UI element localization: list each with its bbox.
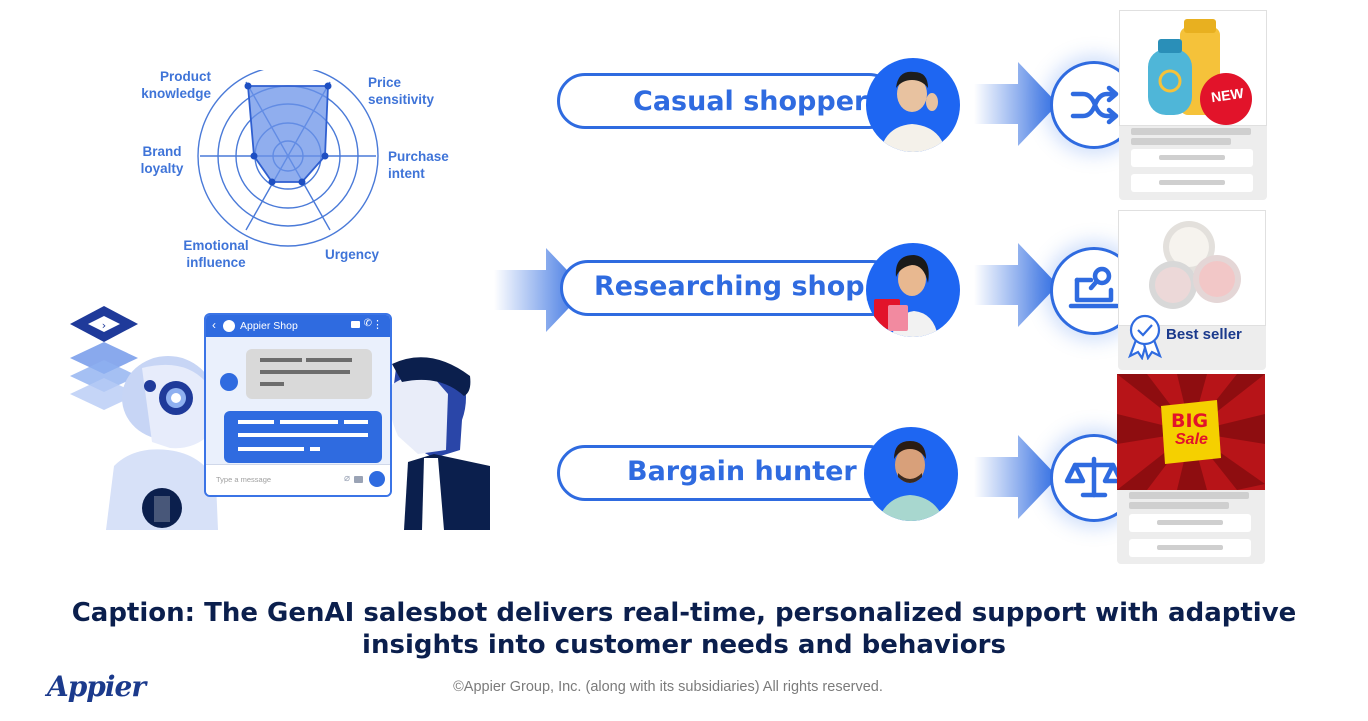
main-flow-arrow xyxy=(494,248,586,332)
laptop-search-icon xyxy=(1068,266,1120,309)
product-card-casual: NEW xyxy=(1119,10,1267,200)
radar-label-product-knowledge: Product knowledge xyxy=(141,69,211,101)
radar-label-emotional-influence: Emotional influence xyxy=(183,238,249,270)
shopper-pill-casual xyxy=(557,73,897,129)
shuffle-icon xyxy=(1070,85,1119,125)
sale-word-text: Sale xyxy=(1175,431,1208,448)
incoming-message-bubble xyxy=(246,349,372,399)
shopper-pill-bargain xyxy=(557,445,897,501)
shopper-label-casual: Casual shopper xyxy=(633,86,868,117)
product-image-sale: BIG Sale xyxy=(1117,374,1265,490)
shopper-label-researching: Researching shopper xyxy=(594,271,916,302)
arrow-to-bargain-icon xyxy=(974,435,1058,519)
attach-icon[interactable]: ⌀ xyxy=(343,473,350,484)
chat-logo-icon xyxy=(223,320,235,332)
shopper-pill-researching xyxy=(560,260,900,316)
copyright-footer: ©Appier Group, Inc. (along with its subs… xyxy=(453,679,883,695)
video-call-icon[interactable] xyxy=(351,321,360,328)
svg-text:›: › xyxy=(102,319,106,332)
phone-icon[interactable]: ✆ xyxy=(363,318,372,329)
radar-label-purchase-intent: Purchase intent xyxy=(388,149,449,181)
radar-label-price-sensitivity: Price sensitivity xyxy=(368,75,435,107)
best-seller-label: Best seller xyxy=(1166,326,1242,343)
camera-icon[interactable] xyxy=(354,476,363,483)
outgoing-message-bubble xyxy=(224,411,382,463)
message-input[interactable]: Type a message ⌀ xyxy=(206,464,390,495)
award-ribbon-icon xyxy=(1127,314,1163,360)
radar-polygon xyxy=(247,85,329,183)
appier-logo: Appier xyxy=(47,670,146,703)
radar-label-urgency: Urgency xyxy=(325,247,380,262)
bargain-hunter-avatar xyxy=(864,427,958,521)
chat-header: ‹ Appier Shop ✆ ⋮ xyxy=(206,315,390,337)
radar-chart xyxy=(197,70,379,247)
robot-figure xyxy=(106,356,218,530)
product-image-cream xyxy=(1118,210,1266,326)
product-card-bargain: BIG Sale xyxy=(1117,374,1265,564)
arrow-to-researching-icon xyxy=(974,243,1058,327)
product-image-sunscreen: NEW xyxy=(1119,10,1267,126)
radar-label-brand-loyalty: Brand loyalty xyxy=(140,144,184,176)
bot-avatar-icon xyxy=(220,373,238,391)
message-input-placeholder: Type a message xyxy=(216,475,272,484)
layers-stack-icon: › xyxy=(70,306,138,410)
figure-caption: Caption: The GenAI salesbot delivers rea… xyxy=(71,598,1297,660)
chat-window: ‹ Appier Shop ✆ ⋮ Type a message ⌀ xyxy=(204,313,392,497)
chat-app-title: Appier Shop xyxy=(240,320,298,332)
human-figure xyxy=(388,357,490,530)
balance-scale-icon xyxy=(1064,456,1124,498)
back-icon[interactable]: ‹ xyxy=(212,318,216,332)
product-card-researching: Best seller xyxy=(1118,210,1266,370)
shopper-label-bargain: Bargain hunter xyxy=(627,456,857,487)
researching-shopper-avatar xyxy=(866,243,960,337)
arrow-to-casual-icon xyxy=(974,62,1058,146)
mic-button-icon[interactable] xyxy=(369,471,385,487)
casual-shopper-avatar xyxy=(866,58,960,152)
more-menu-icon[interactable]: ⋮ xyxy=(372,319,383,331)
sale-big-text: BIG xyxy=(1171,410,1209,432)
